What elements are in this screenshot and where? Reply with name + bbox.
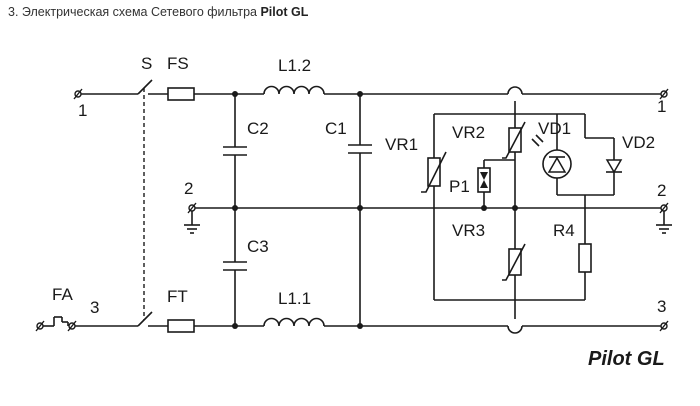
label-diode-vd2: VD2 bbox=[622, 133, 655, 152]
fuse-ft-symbol bbox=[167, 319, 195, 333]
label-line3-right: 3 bbox=[657, 297, 666, 316]
label-switch-s: S bbox=[141, 54, 152, 73]
inductor-l1-1-symbol bbox=[263, 317, 325, 327]
line-2-wires bbox=[184, 207, 672, 234]
brand-logo: Pilot GL bbox=[588, 348, 665, 370]
label-varistor-vr2: VR2 bbox=[452, 123, 485, 142]
label-varistor-vr3: VR3 bbox=[452, 221, 485, 240]
led-vd1-symbol bbox=[531, 114, 572, 195]
page-caption: 3. Электрическая схема Сетевого фильтра … bbox=[8, 5, 308, 19]
label-protector-p1: P1 bbox=[449, 177, 470, 196]
caption-text: Электрическая схема Сетевого фильтра bbox=[21, 5, 257, 19]
label-line2-left: 2 bbox=[184, 179, 193, 198]
varistor-vr1-symbol bbox=[421, 151, 447, 193]
label-line1-right: 1 bbox=[657, 97, 666, 116]
line-3-wires bbox=[40, 325, 664, 334]
label-cap-c3: C3 bbox=[247, 237, 269, 256]
label-varistor-vr1: VR1 bbox=[385, 135, 418, 154]
label-diode-vd1: VD1 bbox=[538, 119, 571, 138]
junction-dots bbox=[232, 91, 518, 329]
switch-s-symbol bbox=[137, 79, 153, 327]
caption-product: Pilot GL bbox=[260, 5, 309, 19]
label-line1-left: 1 bbox=[78, 101, 87, 120]
diode-vd2-symbol bbox=[557, 137, 623, 196]
protection-block bbox=[433, 113, 586, 301]
caption-number: 3. bbox=[8, 5, 19, 19]
label-inductor-l1-1: L1.1 bbox=[278, 289, 311, 308]
resistor-r4-symbol bbox=[578, 243, 592, 273]
capacitor-c2-c3-branch bbox=[223, 94, 247, 326]
label-breaker-fa: FA bbox=[52, 285, 73, 304]
vr2-vr3-branch bbox=[502, 101, 526, 319]
label-cap-c2: C2 bbox=[247, 119, 269, 138]
fuse-fs-symbol bbox=[167, 87, 195, 101]
label-cap-c1: C1 bbox=[325, 119, 347, 138]
capacitor-c1-branch bbox=[348, 94, 372, 326]
terminals bbox=[35, 88, 669, 332]
label-fuse-ft: FT bbox=[167, 287, 188, 306]
label-inductor-l1-2: L1.2 bbox=[278, 56, 311, 75]
label-line2-right: 2 bbox=[657, 181, 666, 200]
breaker-fa-symbol bbox=[53, 316, 69, 326]
label-line3-left: 3 bbox=[90, 298, 99, 317]
label-resistor-r4: R4 bbox=[553, 221, 575, 240]
inductor-l1-2-symbol bbox=[263, 85, 325, 95]
label-fuse-fs: FS bbox=[167, 54, 189, 73]
line-1-wires bbox=[78, 86, 664, 95]
protector-p1-symbol bbox=[477, 159, 515, 208]
